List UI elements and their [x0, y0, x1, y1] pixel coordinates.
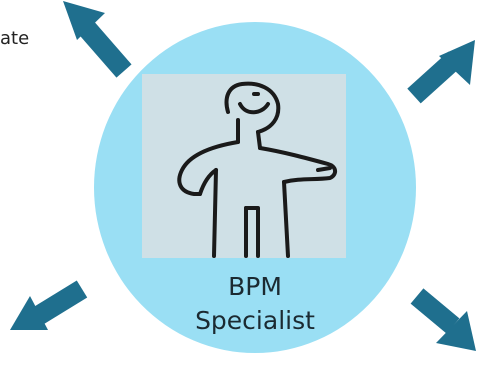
arrow-up-right-icon [407, 40, 475, 104]
role-label-line-2: Specialist [195, 306, 315, 335]
arrow-up-left-icon [63, 1, 132, 78]
arrow-down-left-icon [10, 280, 88, 330]
role-label: BPM Specialist [160, 270, 350, 338]
role-label-line-1: BPM [228, 272, 282, 301]
person-illustration [142, 74, 346, 258]
arrow-down-right-icon [410, 288, 476, 351]
truncated-top-left-text: ate [0, 28, 30, 49]
person-illustration-icon [177, 81, 337, 258]
